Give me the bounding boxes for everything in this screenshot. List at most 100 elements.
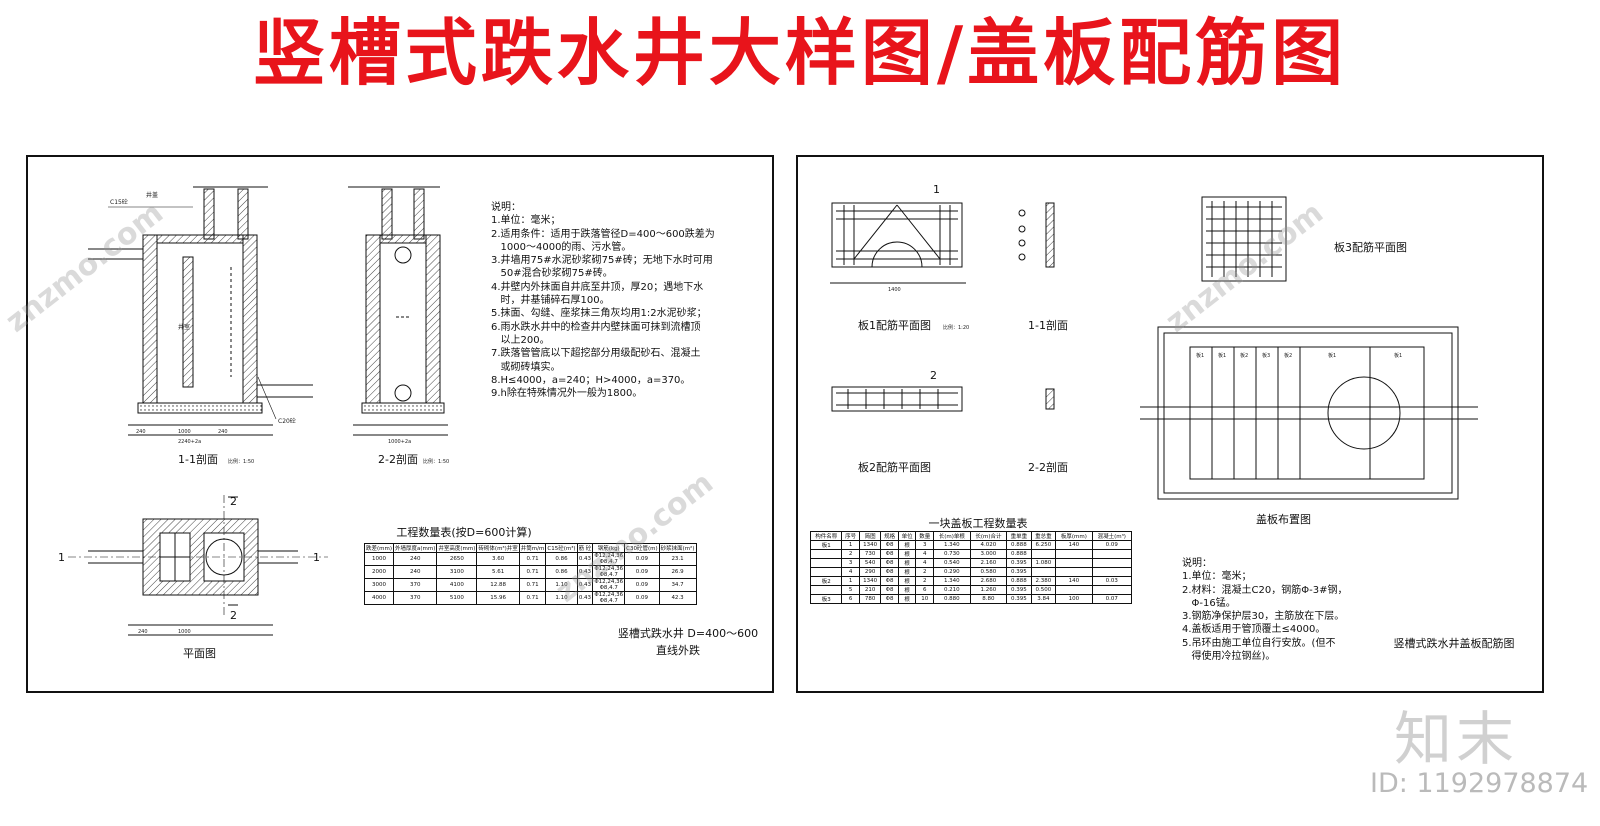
table-header-cell: 重总重: [1030, 531, 1057, 541]
slab-tag: 板1: [1394, 352, 1402, 359]
table-cell: 1.10: [545, 591, 578, 605]
note-line: 时，井基铺碎石厚100。: [491, 295, 610, 307]
table-cell: 0.43: [576, 565, 594, 579]
table-cell: 0.580: [969, 567, 1008, 577]
table-cell: 根: [897, 576, 917, 586]
plate3-label: 板3配筋平面图: [1334, 240, 1407, 254]
right-drawing-title: 竖槽式跌水井盖板配筋图: [1393, 637, 1515, 650]
section-1-1-plate-drawing: [1018, 202, 1055, 268]
table-cell: 0.86: [545, 552, 578, 566]
table-cell: 290: [858, 567, 882, 577]
table-header-cell: 构件名称: [809, 531, 843, 541]
table-cell: 6.250: [1030, 540, 1057, 550]
note-line: 2.材料：混凝土C20，钢筋Φ-3#钢，: [1182, 584, 1348, 596]
table-cell: 3.60: [476, 552, 520, 566]
table-header-cell: 钢筋(kg): [592, 543, 626, 553]
table-cell: 730: [858, 549, 882, 559]
table-cell: 0.09: [624, 565, 660, 579]
table-cell: 4: [841, 567, 860, 577]
table-cell: Φ12,24,36 Φ8,4.7: [592, 578, 626, 592]
table-cell: 370: [393, 591, 438, 605]
table-cell: 0.730: [933, 549, 971, 559]
table-cell: 4: [915, 558, 935, 568]
table-cell: Φ8: [880, 594, 899, 604]
dim-4: 2240+2a: [178, 439, 201, 445]
table-cell: 根: [897, 594, 917, 604]
section-2-2-label: 2-2剖面: [378, 452, 418, 466]
table-cell: 0.888: [1006, 576, 1032, 586]
table-cell: 240: [393, 565, 438, 579]
table-cell: 3.84: [1030, 594, 1057, 604]
plan-mark-2-top: 2: [230, 495, 237, 508]
dim-2: 1000: [178, 429, 191, 435]
table-cell: 0.09: [624, 552, 660, 566]
note-line: 5.抹面、勾缝、座浆抹三角灰均用1:2水泥砂浆；: [491, 308, 707, 320]
section-1-1-drawing: [88, 186, 313, 436]
callout-c15: C15砼: [110, 198, 128, 206]
table-cell: 6: [915, 585, 935, 595]
table-cell: 0.888: [1006, 540, 1032, 550]
table-cell: [1091, 585, 1133, 595]
plan-label: 平面图: [183, 647, 216, 660]
plan-view-drawing: [68, 495, 328, 636]
table-header-cell: 规格: [880, 531, 899, 541]
table-cell: 1000: [363, 552, 395, 566]
table-cell: 1340: [858, 576, 882, 586]
table-cell: 0.888: [1006, 549, 1032, 559]
table-cell: [1055, 549, 1093, 559]
slab-tag: 板1: [1328, 352, 1336, 359]
layout-label: 盖板布置图: [1256, 512, 1311, 526]
table-cell: 2.160: [969, 558, 1008, 568]
table-cell: 3: [841, 558, 860, 568]
table-cell: 0.09: [624, 591, 660, 605]
table-cell: [1055, 585, 1093, 595]
left-cad-drawing: C15砼 井盖 井室 C20砼 240 1000 240 2240+2a 1-1…: [58, 186, 449, 660]
plate1-mark-1: 1: [933, 183, 940, 196]
note-line: 2.适用条件：适用于跌落管径D=400～600跌差为: [491, 228, 715, 240]
table-cell: [809, 567, 843, 577]
table-cell: [1091, 558, 1133, 568]
table-header-cell: 砖砌体(m³)井室: [476, 543, 520, 553]
section-2-2-scale: 比例：1:50: [423, 458, 449, 465]
note-line: 或砌砖填实。: [491, 361, 561, 373]
left-drawing-sheet: C15砼 井盖 井室 C20砼 240 1000 240 2240+2a 1-1…: [26, 155, 774, 693]
table-cell: 12.88: [476, 578, 520, 592]
table-header-cell: 长(m)合计: [969, 531, 1008, 541]
table-cell: 1.340: [933, 540, 971, 550]
note-line: 6.雨水跌水井中的检查井内壁抹面可抹到流槽顶: [491, 321, 701, 333]
left-drawing-title-1: 竖槽式跌水井 D=400～600: [617, 627, 759, 640]
table-cell: Φ8: [880, 576, 899, 586]
right-drawing-sheet: 1 1400 板1配筋平面图 比例：1:20 1-1剖面 2 板2配筋平面图 2…: [796, 155, 1544, 693]
plate-2-drawing: [831, 386, 1055, 412]
table-cell: [1091, 549, 1133, 559]
table-cell: Φ8: [880, 558, 899, 568]
qty-table-title: 工程数量表(按D=600计算): [396, 526, 532, 539]
table-cell: 根: [897, 549, 917, 559]
table-cell: 8.80: [969, 594, 1008, 604]
table-cell: 0.395: [1006, 585, 1032, 595]
table-header-cell: 混凝土(m³): [1091, 531, 1133, 541]
table-cell: Φ8: [880, 540, 899, 550]
left-drawing-title-2: 直线外跌: [656, 644, 700, 657]
note-line: 1000～4000的雨、污水管。: [491, 241, 632, 253]
table-header-cell: 序号: [841, 531, 860, 541]
table-cell: 0.395: [1006, 594, 1032, 604]
plate2-label: 板2配筋平面图: [858, 460, 931, 474]
note-line: 9.h除在特殊情况外一般为1800。: [491, 388, 643, 400]
table-cell: 0.09: [1091, 540, 1133, 550]
note-line: 以上200。: [491, 334, 550, 346]
table-cell: 26.9: [658, 565, 697, 579]
note-line: 1.单位：毫米；: [1182, 571, 1252, 583]
table-cell: [1055, 567, 1093, 577]
table-cell: 2: [915, 567, 935, 577]
table-cell: [809, 549, 843, 559]
plate1-label: 板1配筋平面图: [858, 318, 931, 332]
table-header-cell: 简图: [858, 531, 882, 541]
table-cell: 1: [841, 576, 860, 586]
